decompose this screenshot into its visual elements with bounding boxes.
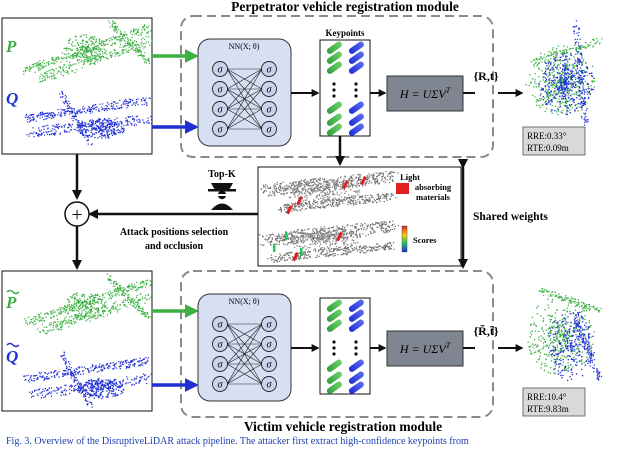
top-output-label: {R,t}	[473, 69, 498, 83]
top-registration-result	[526, 20, 603, 125]
top-svd-box: H = UΣVT	[387, 76, 463, 111]
score-marker	[285, 232, 288, 240]
topk-label: Top-K	[208, 169, 236, 180]
score-marker	[273, 244, 276, 252]
ellipsis-dot	[354, 88, 357, 91]
bottom-module-title: Victim vehicle registration module	[244, 419, 442, 434]
bottom-svd-label: H = UΣV	[399, 342, 448, 356]
ellipsis-dot	[354, 82, 357, 85]
top-rte: RTE:0.09m	[527, 143, 569, 153]
bottom-keypoints-column	[320, 298, 370, 395]
keypoints-label: Keypoints	[325, 28, 365, 38]
hacker-icon	[208, 183, 236, 210]
top-input-p-label: P	[5, 37, 17, 56]
light-absorbing-swatch	[396, 183, 409, 194]
top-svd-label: H = UΣV	[399, 87, 448, 101]
attack-label-1: Attack positions selection	[120, 227, 229, 238]
ellipsis-dot	[332, 94, 335, 97]
bottom-registration-result	[527, 288, 602, 381]
ellipsis-dot	[332, 346, 335, 349]
scores-colorbar	[402, 226, 407, 252]
plus-symbol: +	[71, 204, 82, 226]
top-input-point-clouds: P Q	[2, 18, 153, 154]
bottom-svd-box: H = UΣVT	[387, 331, 463, 366]
shared-weights-label: Shared weights	[473, 211, 548, 223]
bottom-input-point-clouds: P Q	[2, 271, 152, 411]
top-rre: RRE:0.33°	[527, 131, 567, 141]
bottom-metrics-box: RRE:10.4° RTE:9.83m	[523, 388, 585, 416]
ellipsis-dot	[354, 340, 357, 343]
bottom-input-p-label: P	[5, 293, 17, 312]
bottom-rre: RRE:10.4°	[527, 392, 567, 402]
top-metrics-box: RRE:0.33° RTE:0.09m	[523, 127, 585, 155]
ellipsis-dot	[354, 352, 357, 355]
svg-text:H = UΣVT: H = UΣVT	[399, 86, 451, 101]
light-absorbing-label-1: Light	[400, 172, 420, 182]
bottom-input-q-label: Q	[6, 347, 18, 366]
bottom-rte: RTE:9.83m	[527, 404, 569, 414]
score-marker	[300, 248, 303, 256]
figure-caption: Fig. 3. Overview of the DisruptiveLiDAR …	[6, 436, 640, 447]
light-absorbing-label-3: materials	[416, 192, 451, 202]
light-absorbing-label-2: absorbing	[415, 182, 452, 192]
bottom-nn-label: NN(X; θ)	[229, 297, 260, 306]
ellipsis-dot	[332, 88, 335, 91]
top-nn-label: NN(X; θ)	[229, 42, 260, 51]
bottom-svd-sup: T	[446, 341, 451, 350]
top-svd-sup: T	[446, 86, 451, 95]
top-module-title: Perpetrator vehicle registration module	[231, 0, 459, 14]
ellipsis-dot	[332, 340, 335, 343]
attack-label-2: and occlusion	[145, 241, 204, 252]
bottom-output-label: {R̃,t̃}	[473, 324, 498, 338]
ellipsis-dot	[332, 352, 335, 355]
scores-label: Scores	[413, 235, 437, 245]
top-keypoints-column	[320, 40, 370, 137]
top-input-q-label: Q	[6, 89, 18, 108]
ellipsis-dot	[354, 94, 357, 97]
ellipsis-dot	[332, 82, 335, 85]
ellipsis-dot	[354, 346, 357, 349]
